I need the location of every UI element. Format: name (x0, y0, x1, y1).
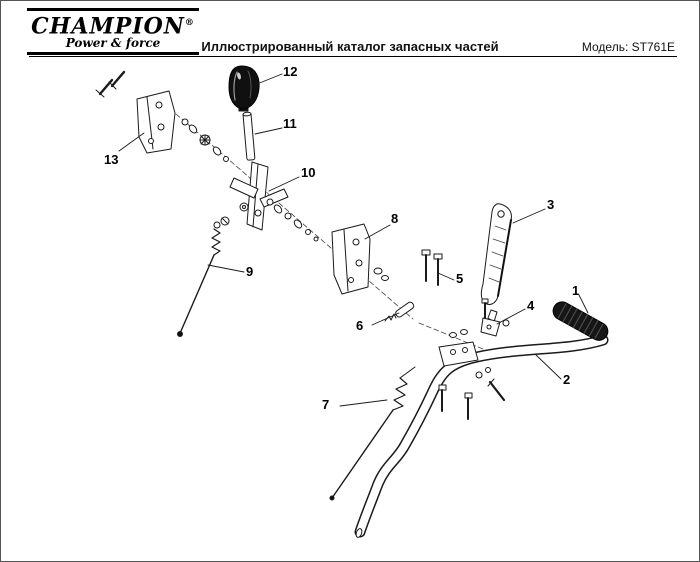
part-5-bolts (421, 249, 443, 286)
part-4-clamp-bracket (480, 309, 510, 337)
part-3-shift-arm (480, 203, 512, 320)
callout-2: 2 (563, 372, 571, 387)
part-9-cable (177, 221, 221, 337)
part-13-bracket-plate (95, 70, 176, 154)
logo-name: CHAMPION (31, 13, 185, 40)
part-10-lever-assembly (220, 161, 289, 231)
part-6-pin-spring (384, 301, 415, 322)
page-title: Иллюстрированный каталог запасных частей (201, 39, 499, 54)
header-divider (29, 56, 677, 57)
callout-6: 6 (356, 318, 364, 333)
logo-wordmark: CHAMPION® (29, 12, 197, 37)
model-label: Модель: ST761E (581, 40, 675, 54)
callout-9: 9 (246, 264, 254, 279)
screw-icon (95, 70, 126, 98)
star-washer-icon (199, 134, 211, 146)
assembly-axis-dashed (175, 113, 484, 350)
washer-cascade-upper (181, 118, 229, 162)
leader-lines (118, 73, 589, 407)
callout-5: 5 (456, 271, 464, 286)
callout-7: 7 (322, 397, 330, 412)
part-12-knob (228, 65, 260, 112)
part-8-bracket-plate (331, 223, 389, 295)
callout-8: 8 (391, 211, 399, 226)
handlebar-hardware (438, 329, 506, 420)
registered-mark: ® (184, 18, 195, 28)
logo-tagline: Power & force (65, 36, 161, 51)
callout-4: 4 (527, 298, 535, 313)
part-1-grip (552, 301, 609, 341)
callout-11: 11 (283, 116, 297, 131)
callout-3: 3 (547, 197, 555, 212)
part-2-handlebar-tube (354, 334, 609, 538)
callout-12: 12 (283, 64, 298, 79)
part-11-shaft (242, 111, 256, 161)
callout-10: 10 (301, 165, 316, 180)
callout-1: 1 (572, 283, 580, 298)
part-7-cable-spring (329, 366, 416, 501)
champion-logo: CHAMPION® Power & force (27, 8, 199, 56)
washer-cascade-lower (273, 204, 319, 242)
callout-13: 13 (104, 152, 119, 167)
